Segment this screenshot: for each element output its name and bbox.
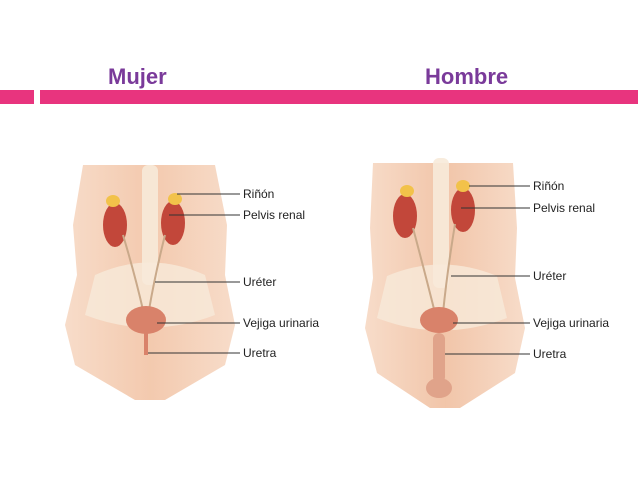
label-rinon: Riñón bbox=[533, 179, 565, 193]
heading-mujer: Mujer bbox=[108, 64, 167, 89]
label-ureter: Uréter bbox=[533, 269, 567, 283]
accent-bar-small bbox=[0, 90, 34, 104]
label-uretra: Uretra bbox=[243, 346, 277, 360]
label-pelvis-renal: Pelvis renal bbox=[243, 208, 306, 222]
male-anatomy-illustration bbox=[365, 158, 530, 408]
label-pelvis-renal: Pelvis renal bbox=[533, 201, 596, 215]
label-uretra: Uretra bbox=[533, 347, 567, 361]
accent-bar bbox=[40, 90, 638, 104]
heading-hombre: Hombre bbox=[425, 64, 509, 89]
female-anatomy-illustration bbox=[65, 165, 240, 400]
label-vejiga-urinaria: Vejiga urinaria bbox=[243, 316, 320, 330]
label-vejiga-urinaria: Vejiga urinaria bbox=[533, 316, 610, 330]
female-urinary-diagram: Riñón Pelvis renal Uréter Vejiga urinari… bbox=[65, 165, 335, 400]
male-urinary-diagram: Riñón Pelvis renal Uréter Vejiga urinari… bbox=[365, 158, 635, 408]
label-ureter: Uréter bbox=[243, 275, 277, 289]
label-rinon: Riñón bbox=[243, 187, 275, 201]
